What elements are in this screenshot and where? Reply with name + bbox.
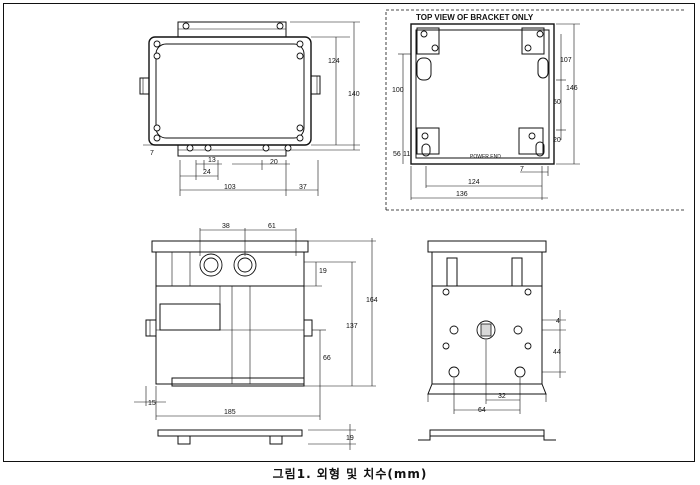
dim-64: 64 xyxy=(478,407,486,414)
front-view-actuator: 38 61 19 164 137 66 15 185 19 xyxy=(134,223,378,450)
dim-19-top: 19 xyxy=(319,268,327,275)
dim-56: 56 xyxy=(393,151,401,158)
dim-66: 66 xyxy=(323,355,331,362)
dim-19-bottom: 19 xyxy=(346,435,354,442)
bracket-title: TOP VIEW OF BRACKET ONLY xyxy=(416,13,534,22)
bracket-top-view: TOP VIEW OF BRACKET ONLY POWER END 107 1… xyxy=(385,9,686,211)
dim-15: 15 xyxy=(148,400,156,407)
dim-103: 103 xyxy=(224,184,236,191)
dim-32: 32 xyxy=(498,393,506,400)
dim-37: 37 xyxy=(299,184,307,191)
dim-4: 4 xyxy=(556,318,560,325)
figure-caption: 그림1. 외형 및 치수(mm) xyxy=(272,467,428,481)
dim-140: 140 xyxy=(348,91,360,98)
dim-24: 24 xyxy=(203,169,211,176)
dim-146: 146 xyxy=(566,85,578,92)
dim-100: 100 xyxy=(392,87,404,94)
dim-44: 44 xyxy=(553,349,561,356)
side-view-actuator: 4 44 32 64 xyxy=(418,240,566,441)
dim-124-top: 124 xyxy=(328,58,340,65)
dim-20-bracket: 20 xyxy=(553,137,561,144)
dim-50: 50 xyxy=(553,99,561,106)
top-view-actuator: 124 140 7 13 24 20 103 37 xyxy=(139,21,360,196)
figure-frame xyxy=(3,3,695,462)
dim-61: 61 xyxy=(268,223,276,230)
dim-107: 107 xyxy=(560,57,572,64)
dim-38: 38 xyxy=(222,223,230,230)
dim-7-top: 7 xyxy=(150,150,154,157)
dim-11: 11 xyxy=(403,151,410,158)
dim-13: 13 xyxy=(208,157,216,164)
dim-164: 164 xyxy=(366,297,378,304)
dim-185: 185 xyxy=(224,409,236,416)
dim-124-bracket: 124 xyxy=(468,179,480,186)
dim-20-top: 20 xyxy=(270,159,278,166)
power-end-label: POWER END xyxy=(470,154,501,160)
dim-136: 136 xyxy=(456,191,468,198)
dim-137: 137 xyxy=(346,323,358,330)
dim-7-bracket: 7 xyxy=(520,166,524,173)
